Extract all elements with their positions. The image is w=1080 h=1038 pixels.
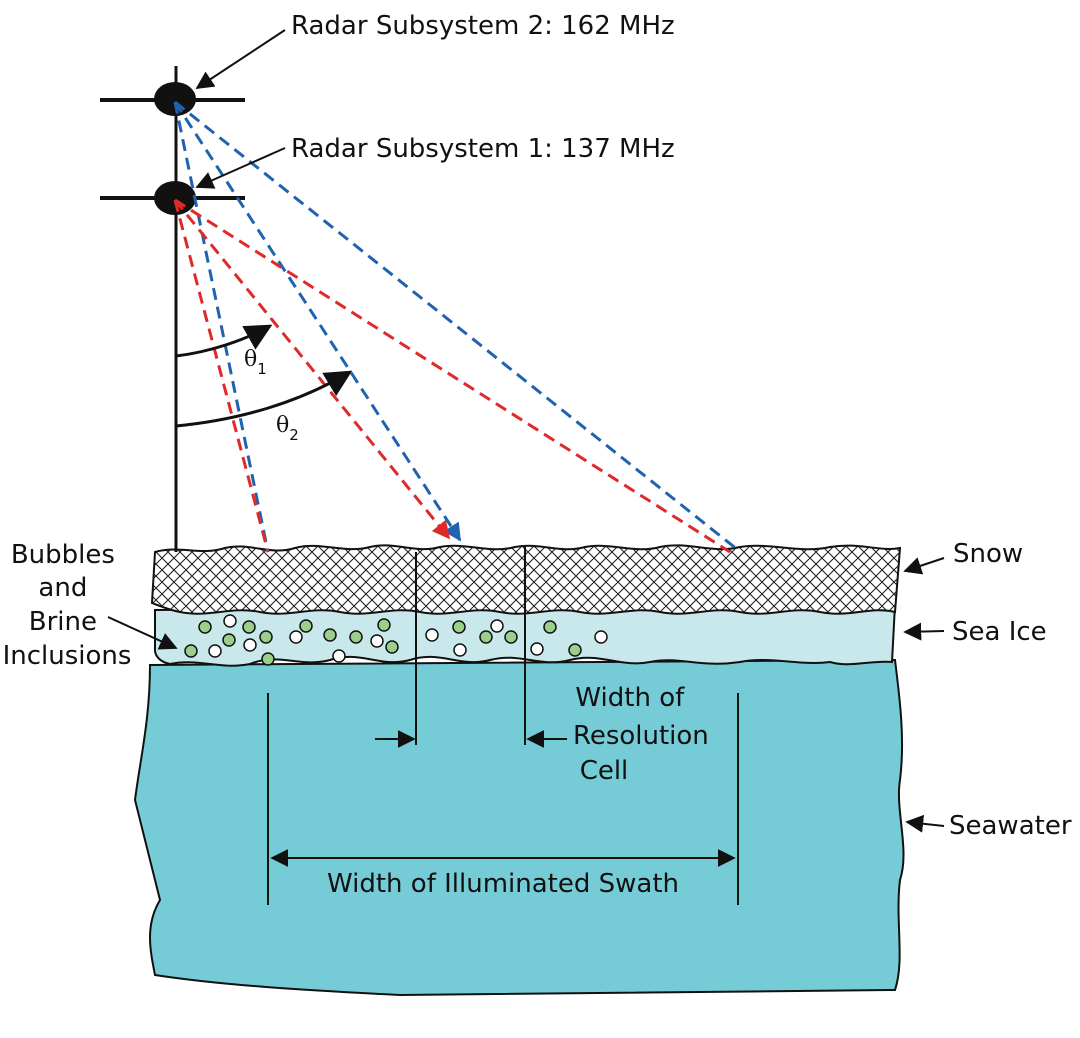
brine-inclusion	[198, 620, 212, 634]
radar-2-label: Radar Subsystem 2: 162 MHz	[291, 11, 675, 41]
radar-1-leader	[195, 147, 286, 189]
radar-2-near-beam	[173, 101, 270, 553]
bubble	[370, 634, 384, 648]
bubble	[332, 649, 346, 663]
bubble	[530, 642, 544, 656]
inclusions-label-line-4: Inclusions	[3, 641, 132, 671]
radar-1-beams	[173, 198, 731, 554]
seawater-label: Seawater	[949, 811, 1072, 841]
bubble	[223, 614, 237, 628]
brine-inclusion	[242, 620, 256, 634]
brine-inclusion	[259, 630, 273, 644]
theta-1-arc	[175, 324, 273, 358]
swath-label: Width of Illuminated Swath	[327, 869, 679, 899]
brine-inclusion	[504, 630, 518, 644]
radar-2-far-beam	[174, 100, 739, 552]
brine-inclusion	[479, 630, 493, 644]
theta-2-symbol: θ	[276, 413, 289, 438]
bubble	[453, 643, 467, 657]
inclusions-label-line-2: and	[38, 573, 87, 603]
brine-inclusion	[299, 619, 313, 633]
sea-ice-leader	[903, 622, 945, 641]
theta-2-subscript: 2	[289, 426, 299, 444]
bubble	[594, 630, 608, 644]
snow-label: Snow	[953, 539, 1023, 569]
radar-2-center-beam	[173, 101, 462, 542]
bubble	[490, 619, 504, 633]
radar-1-label: Radar Subsystem 1: 137 MHz	[291, 134, 675, 164]
brine-inclusion	[222, 633, 236, 647]
theta-1-label: θ1	[244, 347, 267, 378]
seawater-leader	[905, 814, 945, 833]
radar-2-beams	[173, 100, 739, 553]
brine-inclusion	[452, 620, 466, 634]
theta-1-symbol: θ	[244, 347, 257, 372]
theta-2-arc	[175, 370, 353, 428]
snow-leader	[903, 557, 945, 575]
radar-1-antenna	[154, 181, 196, 215]
radar-1-center-beam	[173, 199, 451, 540]
inclusions-label: Bubbles and Brine Inclusions	[3, 540, 132, 671]
inclusions-label-line-3: Brine	[29, 607, 97, 637]
resolution-cell-line-3: Cell	[580, 756, 629, 786]
brine-inclusion	[385, 640, 399, 654]
resolution-cell-line-2: Resolution	[573, 721, 709, 751]
bubble	[289, 630, 303, 644]
brine-inclusion	[543, 620, 557, 634]
brine-inclusion	[261, 652, 275, 666]
theta-1-subscript: 1	[257, 360, 267, 378]
bubble	[243, 638, 257, 652]
brine-inclusion	[184, 644, 198, 658]
bubble	[425, 628, 439, 642]
brine-inclusion	[349, 630, 363, 644]
radar-1-near-beam	[173, 199, 270, 553]
radar-1-far-beam	[174, 198, 731, 554]
brine-inclusion	[377, 618, 391, 632]
inclusions-leader	[107, 616, 178, 650]
sea-ice-label: Sea Ice	[952, 617, 1047, 647]
seawater-layer	[133, 658, 905, 997]
brine-inclusion	[323, 628, 337, 642]
radar-2-leader	[195, 29, 286, 89]
brine-inclusion	[568, 643, 582, 657]
radar-2-antenna	[154, 82, 196, 116]
bubble	[208, 644, 222, 658]
inclusions-label-line-1: Bubbles	[11, 540, 115, 570]
resolution-cell-label: Width of Resolution Cell	[573, 683, 717, 786]
inclusions-group	[184, 614, 608, 666]
resolution-cell-line-1: Width of	[575, 683, 685, 713]
theta-2-label: θ2	[276, 413, 299, 444]
